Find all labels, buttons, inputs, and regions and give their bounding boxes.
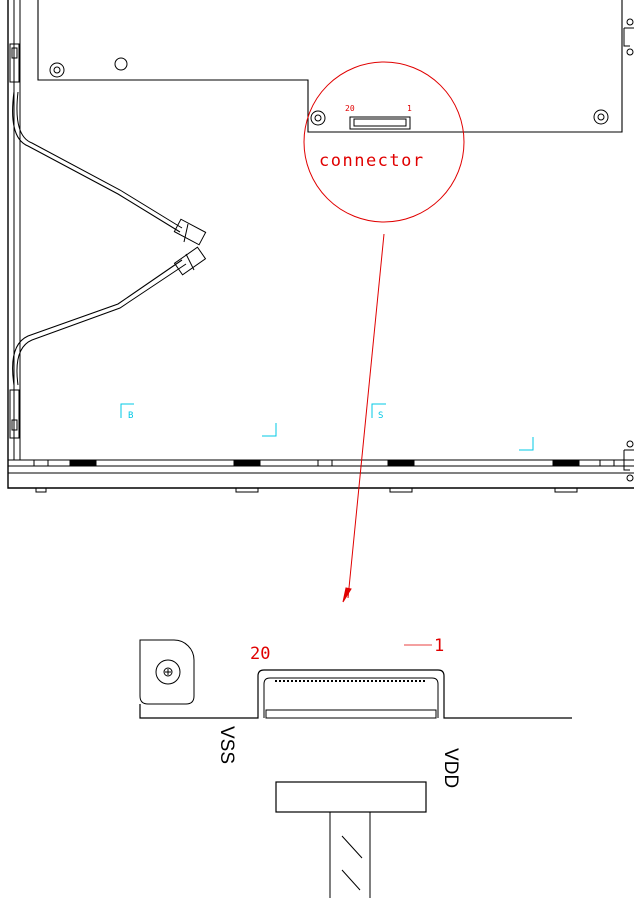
connector-callout: connector 20 1 [303,61,465,603]
marker-corner-2 [262,423,277,437]
vss-label: VSS [216,726,237,764]
vdd-label: VDD [440,748,461,788]
detail-pin-1: 1 [434,636,444,656]
detail-pin-20: 20 [250,644,270,664]
callout-label: connector [319,151,425,171]
marker-s-label: S [378,411,383,421]
callout-pin-20: 20 [345,104,355,113]
marker-b-corner [120,403,134,418]
connector-detail-view [139,639,572,898]
callout-pin-1: 1 [407,104,412,113]
callout-circle [303,61,465,223]
callout-arrow-head [342,587,352,603]
lcd-panel-top-view [7,0,634,493]
marker-b-label: B [128,411,133,421]
marker-corner-4 [519,437,534,451]
alignment-markers [120,403,534,451]
callout-arrow-line [347,233,385,599]
marker-s-corner [371,403,386,418]
